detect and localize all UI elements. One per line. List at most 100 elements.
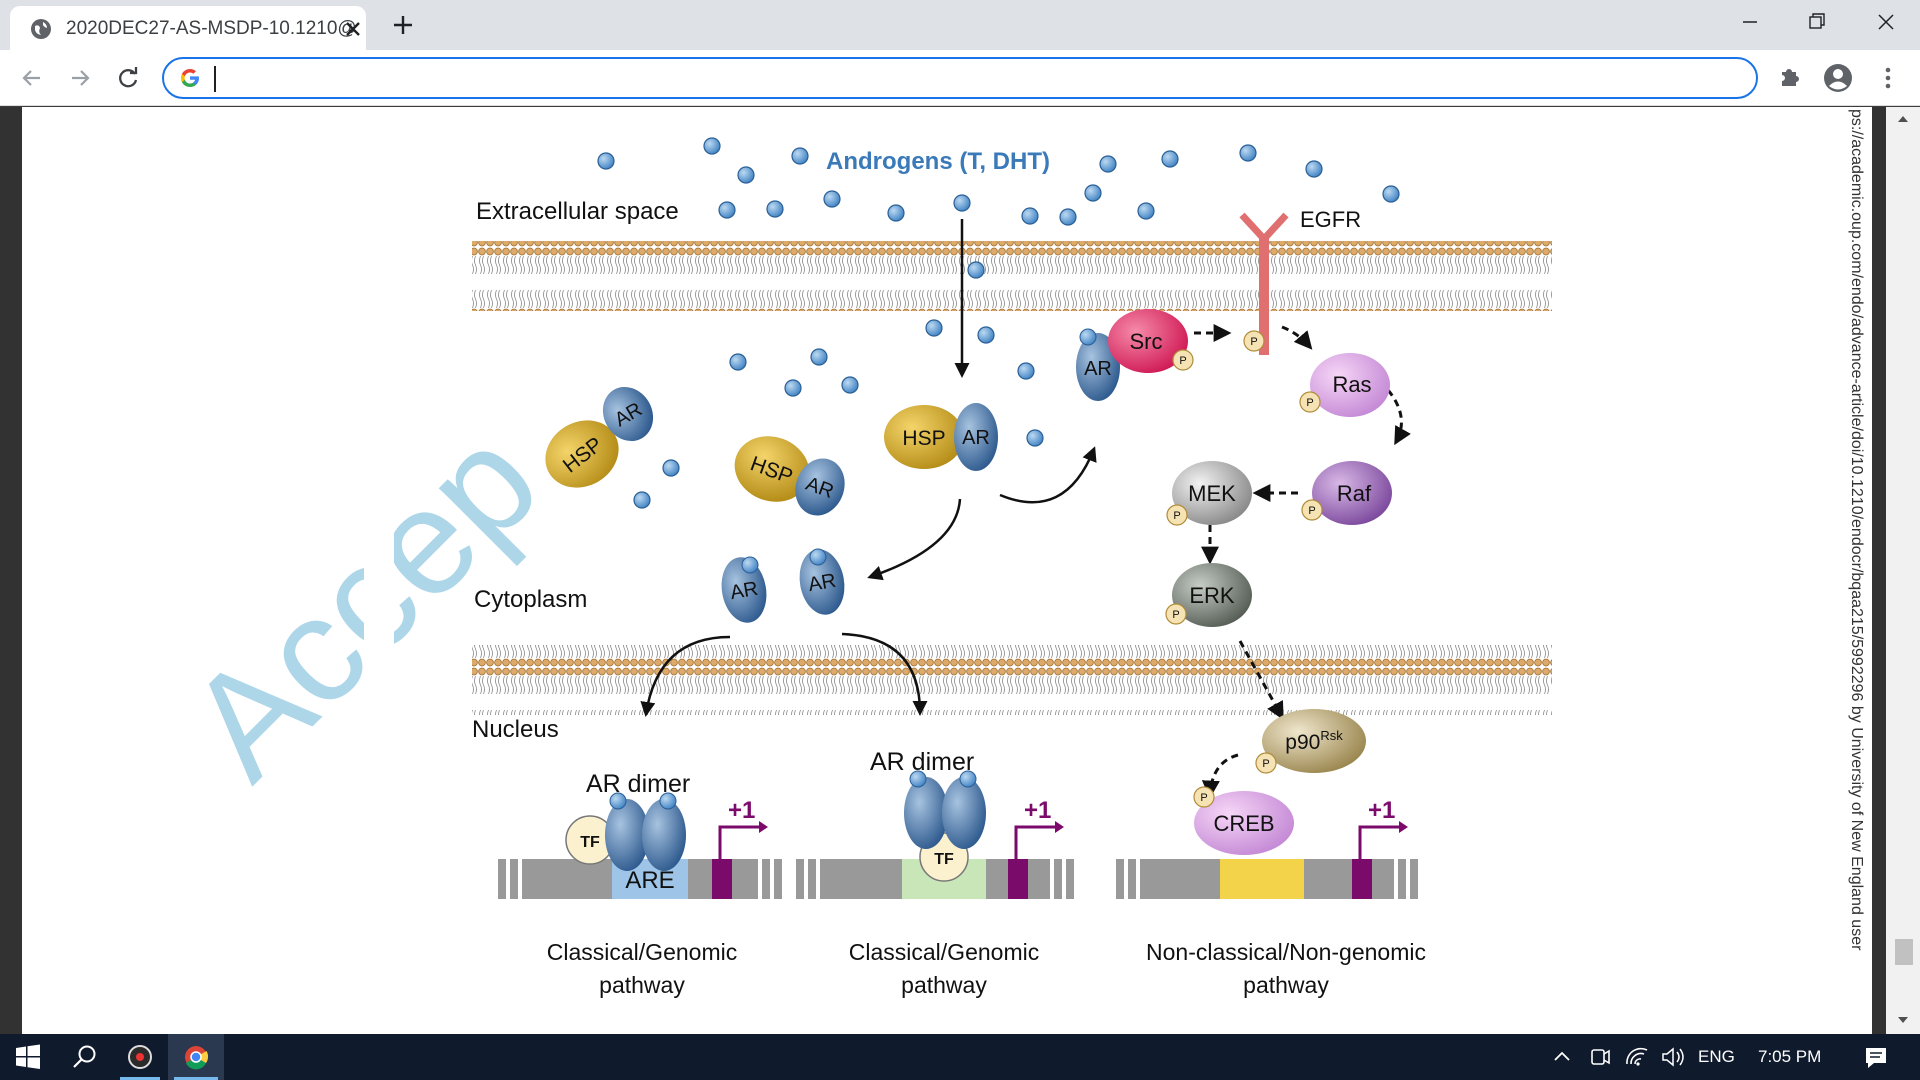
- creb-protein: CREB: [1194, 791, 1294, 855]
- text-caret: [214, 66, 216, 92]
- svg-text:AR: AR: [962, 427, 990, 449]
- androgen-signaling-figure: Accep Androgens (T, DHT) Extracellular s…: [156, 137, 1552, 998]
- nucleus-label: Nucleus: [472, 716, 559, 743]
- address-bar[interactable]: [162, 57, 1758, 99]
- import-right-arrow: [841, 632, 928, 716]
- show-hidden-icons-icon[interactable]: [1546, 1034, 1578, 1080]
- erk-protein: ERK: [1172, 563, 1252, 627]
- svg-text:AR dimer: AR dimer: [586, 770, 690, 798]
- pathway-2-caption: Classical/Genomic: [849, 939, 1039, 965]
- dna-panel-2: TF +1 AR dimer: [796, 748, 1074, 899]
- import-left-arrow: [640, 635, 731, 717]
- svg-text:+1: +1: [1368, 797, 1395, 824]
- mek-protein: MEK: [1172, 461, 1252, 525]
- svg-text:TF: TF: [580, 834, 600, 851]
- svg-text:AR: AR: [729, 578, 760, 604]
- cytoplasm-label: Cytoplasm: [474, 586, 587, 613]
- menu-icon[interactable]: [1872, 62, 1904, 94]
- tab-title: 2020DEC27-AS-MSDP-10.1210@: [66, 18, 357, 39]
- download-source-note: ps://academic.oup.com/endo/advance-artic…: [1848, 109, 1865, 951]
- viewer-content: Accep Androgens (T, DHT) Extracellular s…: [0, 107, 1920, 1034]
- pathway-1-caption: Classical/Genomic: [547, 939, 737, 965]
- url-input[interactable]: [220, 64, 1620, 94]
- ras-protein: Ras: [1310, 353, 1390, 417]
- dna-panel-1: ARE TF +1 AR dimer: [498, 770, 782, 899]
- svg-text:P: P: [1179, 355, 1186, 367]
- pathway-2-caption-2: pathway: [901, 972, 987, 998]
- svg-text:AR: AR: [1084, 358, 1112, 380]
- androgens-label: Androgens (T, DHT): [826, 148, 1050, 175]
- back-icon[interactable]: [18, 64, 46, 92]
- close-tab-icon[interactable]: [342, 18, 364, 40]
- network-icon[interactable]: [1620, 1034, 1654, 1080]
- p90rsk-protein: p90Rsk: [1262, 709, 1366, 773]
- dna-panel-3: +1: [1116, 797, 1418, 899]
- extensions-icon[interactable]: [1774, 62, 1806, 94]
- browser-toolbar: [0, 50, 1920, 106]
- egfr-label: EGFR: [1300, 207, 1361, 232]
- svg-text:ARE: ARE: [625, 867, 674, 894]
- svg-text:AR: AR: [807, 570, 838, 596]
- svg-text:CREB: CREB: [1213, 811, 1274, 836]
- vertical-scrollbar[interactable]: [1886, 107, 1920, 1034]
- scroll-down-icon[interactable]: [1895, 1012, 1911, 1028]
- svg-text:+1: +1: [1024, 797, 1051, 824]
- svg-text:MEK: MEK: [1188, 481, 1236, 506]
- profile-icon[interactable]: [1822, 62, 1854, 94]
- svg-text:P: P: [1200, 792, 1207, 804]
- hsp-ar-complex-1: HSP AR: [545, 386, 654, 488]
- svg-text:P: P: [1250, 336, 1257, 348]
- svg-text:P: P: [1308, 505, 1315, 517]
- minimize-icon[interactable]: [1730, 8, 1770, 36]
- language-indicator[interactable]: ENG: [1698, 1047, 1735, 1066]
- androgen-ligands: [597, 137, 1400, 509]
- kinase-cascade-arrows: [1194, 324, 1411, 799]
- scroll-up-icon[interactable]: [1895, 111, 1911, 127]
- free-ar-right: AR: [799, 548, 845, 615]
- phospho-badges: P P P P P P P P: [1165, 330, 1323, 808]
- svg-text:P: P: [1173, 510, 1180, 522]
- membrane-ar: AR: [1076, 328, 1120, 401]
- search-icon[interactable]: [56, 1034, 112, 1080]
- document-page: Accep Androgens (T, DHT) Extracellular s…: [22, 107, 1872, 1034]
- nuclear-membrane: [472, 645, 1552, 715]
- svg-text:P: P: [1172, 609, 1179, 621]
- forward-icon[interactable]: [66, 64, 94, 92]
- svg-text:AR dimer: AR dimer: [870, 748, 974, 776]
- plasma-membrane: [472, 241, 1552, 311]
- tab-strip: 2020DEC27-AS-MSDP-10.1210@: [0, 0, 1920, 50]
- volume-icon[interactable]: [1656, 1034, 1690, 1080]
- pathway-1-caption-2: pathway: [599, 972, 685, 998]
- windows-taskbar: ENG 7:05 PM: [0, 1034, 1920, 1080]
- close-window-icon[interactable]: [1866, 8, 1906, 36]
- google-icon: [181, 69, 199, 87]
- pathway-3-caption: Non-classical/Non-genomic: [1146, 939, 1426, 965]
- to-membrane-arrow: [999, 446, 1097, 504]
- svg-text:HSP: HSP: [902, 427, 945, 450]
- windows-start-icon[interactable]: [0, 1034, 56, 1080]
- svg-text:Ras: Ras: [1332, 372, 1371, 397]
- free-ar-left: AR: [721, 556, 767, 623]
- svg-text:Raf: Raf: [1337, 481, 1372, 506]
- notifications-icon[interactable]: [1856, 1034, 1896, 1080]
- src-kinase: Src: [1108, 309, 1188, 373]
- svg-text:ps://academic.oup.com/endo/adv: ps://academic.oup.com/endo/advance-artic…: [1848, 109, 1865, 951]
- svg-text:P: P: [1262, 758, 1269, 770]
- clock[interactable]: 7:05 PM: [1758, 1047, 1822, 1066]
- pathway-3-caption-2: pathway: [1243, 972, 1329, 998]
- svg-text:+1: +1: [728, 797, 755, 824]
- media-app-icon[interactable]: [112, 1034, 168, 1080]
- meet-now-icon[interactable]: [1584, 1034, 1616, 1080]
- new-tab-icon[interactable]: [390, 12, 416, 38]
- restore-icon[interactable]: [1796, 8, 1836, 36]
- release-ar-arrow: [867, 498, 962, 581]
- reload-icon[interactable]: [114, 64, 142, 92]
- svg-text:Src: Src: [1130, 329, 1163, 354]
- hsp-ar-complex-3: HSP AR: [884, 403, 998, 471]
- chrome-icon[interactable]: [168, 1034, 224, 1080]
- svg-text:p90Rsk: p90Rsk: [1285, 728, 1343, 754]
- svg-text:TF: TF: [934, 851, 954, 868]
- browser-tab[interactable]: 2020DEC27-AS-MSDP-10.1210@: [10, 6, 366, 50]
- scrollbar-thumb[interactable]: [1895, 939, 1913, 965]
- svg-text:P: P: [1306, 397, 1313, 409]
